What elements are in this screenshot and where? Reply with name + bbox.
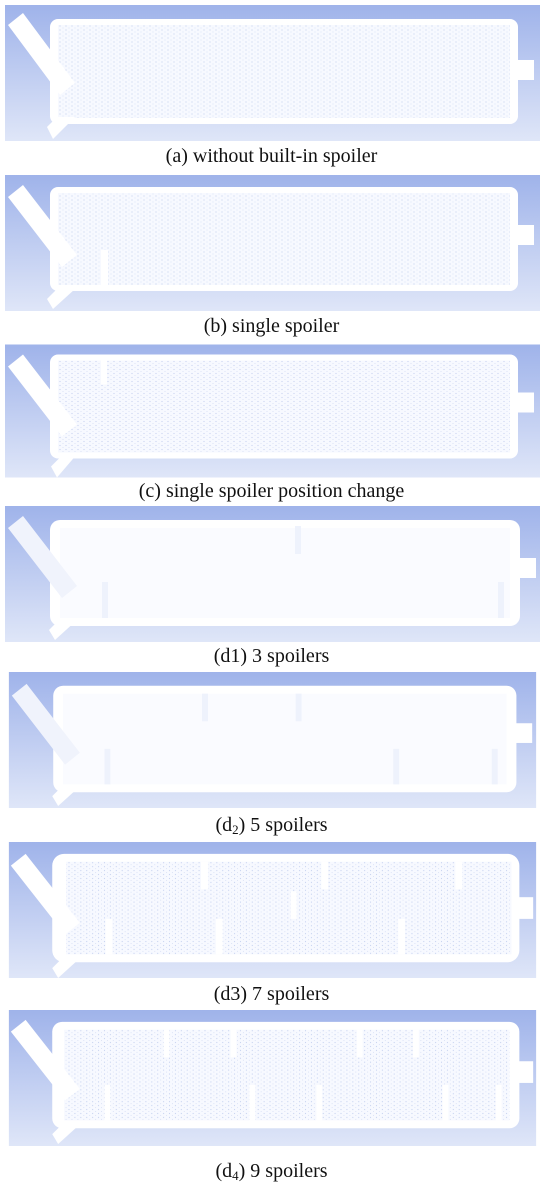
spoiler-5 [215, 918, 223, 955]
spoiler-1 [202, 693, 208, 722]
spoiler-3 [104, 748, 111, 785]
caption-c: (c) single spoiler position change [138, 480, 405, 502]
mesh-9-spoilers [8, 1010, 537, 1146]
caption-d1: (d1) 3 spoilers [213, 645, 330, 667]
spoiler-1 [101, 250, 108, 288]
spoiler-2 [321, 861, 329, 890]
spoiler-3 [455, 861, 463, 890]
spoiler-2 [102, 582, 108, 618]
spoiler-7 [290, 891, 297, 919]
spoiler-6 [398, 918, 406, 955]
spoiler-4 [105, 918, 113, 955]
mesh-5-spoilers [8, 672, 537, 808]
spoiler-4 [393, 748, 400, 785]
panel-d4-image [5, 1010, 540, 1146]
spoiler-5 [104, 1084, 111, 1121]
mesh-7-spoilers [8, 842, 537, 978]
caption-d3: (d3) 7 spoilers [213, 983, 330, 1005]
spoiler-2 [230, 1029, 237, 1058]
spoiler-6 [249, 1084, 256, 1121]
spoiler-3 [356, 1029, 363, 1058]
caption-d2: (d2) 5 spoilers [215, 814, 328, 837]
panel-b-image [5, 175, 540, 311]
caption-a: (a) without built-in spoiler [165, 145, 378, 167]
spoiler-1 [163, 1029, 170, 1058]
spoiler-1 [101, 356, 107, 385]
panel-d2-image [5, 672, 540, 808]
mesh-single-spoiler [5, 175, 540, 311]
spoiler-1 [201, 861, 208, 890]
panel-a-image [5, 5, 540, 141]
panel-d1-image [5, 506, 540, 642]
panel-d3-image [5, 842, 540, 978]
caption-b: (b) single spoiler [203, 315, 340, 337]
spoiler-9 [495, 1084, 502, 1121]
spoiler-5 [491, 748, 498, 785]
spoiler-2 [295, 693, 302, 722]
spoiler-8 [442, 1084, 449, 1121]
caption-d4: (d4) 9 spoilers [215, 1160, 328, 1183]
spoiler-4 [412, 1029, 419, 1058]
mesh-without-spoiler [5, 5, 540, 141]
panel-c-image [5, 343, 540, 479]
mesh-single-spoiler-moved [5, 344, 540, 478]
spoiler-7 [316, 1084, 323, 1121]
spoiler-1 [295, 526, 301, 554]
mesh-3-spoilers [5, 506, 540, 642]
spoiler-3 [498, 582, 504, 618]
